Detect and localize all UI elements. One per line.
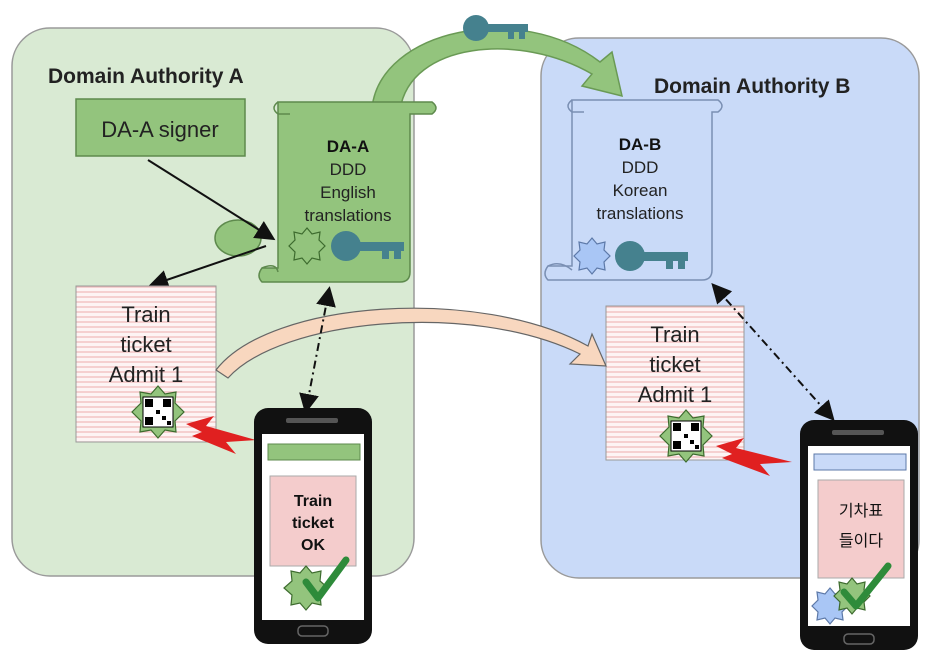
qr-seal-icon [659,409,713,463]
domain-a-title: Domain Authority A [48,65,244,88]
phone-a-message: Train [294,493,332,510]
key-icon [463,15,528,41]
lightning-icon [716,438,792,476]
signer-box [75,98,246,157]
qr-seal-icon [131,385,185,439]
key-transfer-arrow [371,28,624,111]
phone-a-status-bar [267,443,361,461]
domain-b-title: Domain Authority B [654,75,850,98]
verify-arrow-a [299,286,336,414]
da-a-doc-line: DDD [330,160,367,179]
key-icon [331,231,404,261]
da-b-doc-line: translations [597,204,684,223]
checkmark-icon [302,556,350,602]
sign-ticket-arrow [148,245,267,290]
phone-a-message-box [269,475,357,567]
da-b-doc-title: DA-B [619,135,662,154]
da-a-doc-line: English [320,183,376,202]
phone-b-message: 기차표 [839,502,883,520]
key-icon [615,241,688,271]
seal-icon [288,227,326,265]
phone-a-message: OK [301,537,325,554]
checkmark-icon [840,562,892,610]
signer-arrow [147,159,276,241]
ticket-b-line: ticket [649,352,700,377]
ticket-b-line: Admit 1 [638,382,713,407]
ticket-a-line: Admit 1 [109,362,184,387]
phone-b-status-bar [813,453,907,471]
lightning-icon [186,416,256,454]
phone-b-message-box [817,479,905,579]
phone-a-message: ticket [292,515,334,532]
phone-b-message: 들이다 [839,532,883,550]
ticket-b-line: Train [650,322,699,347]
da-b-doc-line: DDD [622,158,659,177]
ticket-a-line: Train [121,302,170,327]
da-a-doc-line: translations [305,206,392,225]
ticket-a-line: ticket [120,332,171,357]
da-b-document [544,99,723,281]
da-b-doc-line: Korean [613,181,668,200]
da-a-doc-title: DA-A [327,137,370,156]
seal-icon [573,237,611,275]
signer-label: DA-A signer [101,117,218,142]
verify-arrow-b [711,283,835,421]
